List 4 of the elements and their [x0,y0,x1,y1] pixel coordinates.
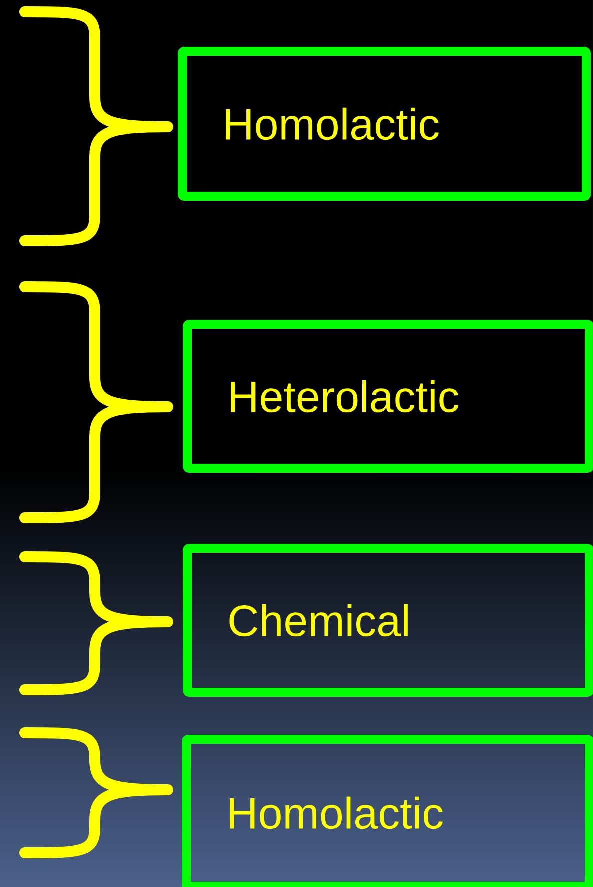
text-box: Heterolactic [183,320,593,473]
text-box: Chemical [183,544,593,697]
text-box: Homolactic [178,47,591,201]
text-box: Homolactic [182,735,593,887]
